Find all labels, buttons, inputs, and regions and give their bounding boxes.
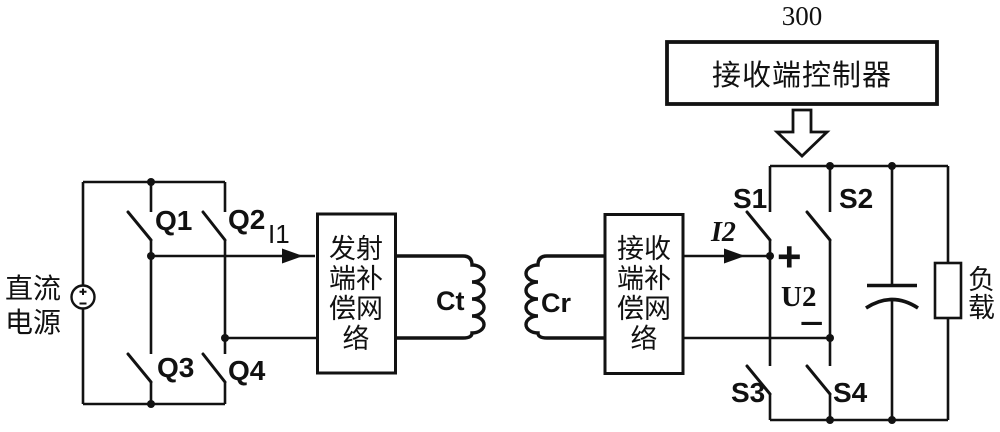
s3-switch-blade	[745, 364, 772, 396]
q3-switch-blade	[126, 352, 153, 384]
ct-coil-label: Ct	[436, 286, 465, 316]
s1-switch-blade	[745, 210, 772, 242]
q4-switch-blade	[201, 352, 227, 384]
filter-capacitor	[865, 166, 919, 420]
rx-network-box	[603, 213, 685, 375]
rx-network-line4: 络	[630, 323, 658, 354]
i2-label: I2	[711, 217, 736, 248]
u2-label: U2	[781, 281, 817, 313]
controller-box	[665, 40, 939, 106]
q3-label: Q3	[157, 352, 195, 383]
tx-network-label: 发射 端补 偿网 络	[317, 214, 395, 373]
inverter-bridge	[81, 178, 229, 408]
q1-switch-blade	[126, 210, 153, 242]
load-resistor	[933, 166, 963, 420]
rx-coil	[524, 254, 605, 340]
dc-source-label-line1: 直流	[4, 274, 61, 305]
s2-switch-blade	[805, 210, 832, 242]
control-arrow-down-icon	[773, 108, 831, 158]
tx-network-box	[316, 212, 397, 375]
controller-label: 接收端控制器	[711, 60, 892, 92]
u2-plus-sign: +	[777, 233, 802, 280]
s4-label: S4	[833, 377, 868, 408]
rectifier-bridge	[745, 162, 948, 424]
s3-label: S3	[731, 377, 766, 408]
cr-coil-label: Cr	[541, 288, 572, 318]
tx-network-line3: 偿网	[329, 293, 383, 324]
load-label-line1: 负	[968, 265, 995, 295]
load-label-line2: 载	[968, 293, 995, 323]
s2-label: S2	[839, 183, 874, 214]
s1-label: S1	[733, 183, 768, 214]
i1-arrow	[151, 248, 317, 340]
q1-label: Q1	[155, 205, 193, 236]
dc-source-symbol	[70, 284, 96, 310]
i2-arrow	[683, 248, 830, 340]
rx-network-line1: 接收	[617, 233, 671, 264]
controller-ref-number: 300	[781, 1, 823, 31]
q4-label: Q4	[228, 355, 266, 386]
tx-network-line4: 络	[342, 323, 370, 354]
q2-label: Q2	[228, 204, 266, 235]
i1-label: I1	[268, 219, 290, 249]
rx-network-label: 接收 端补 偿网 络	[605, 214, 683, 373]
tx-network-line2: 端补	[329, 263, 383, 294]
q2-switch-blade	[201, 210, 227, 242]
dc-source-label-line2: 电源	[4, 308, 61, 339]
rx-network-line2: 端补	[617, 263, 671, 294]
u2-minus-sign: −	[799, 299, 825, 348]
s4-switch-blade	[805, 364, 832, 396]
tx-network-line1: 发射	[329, 233, 383, 264]
tx-coil	[395, 254, 486, 340]
rx-network-line3: 偿网	[617, 293, 671, 324]
